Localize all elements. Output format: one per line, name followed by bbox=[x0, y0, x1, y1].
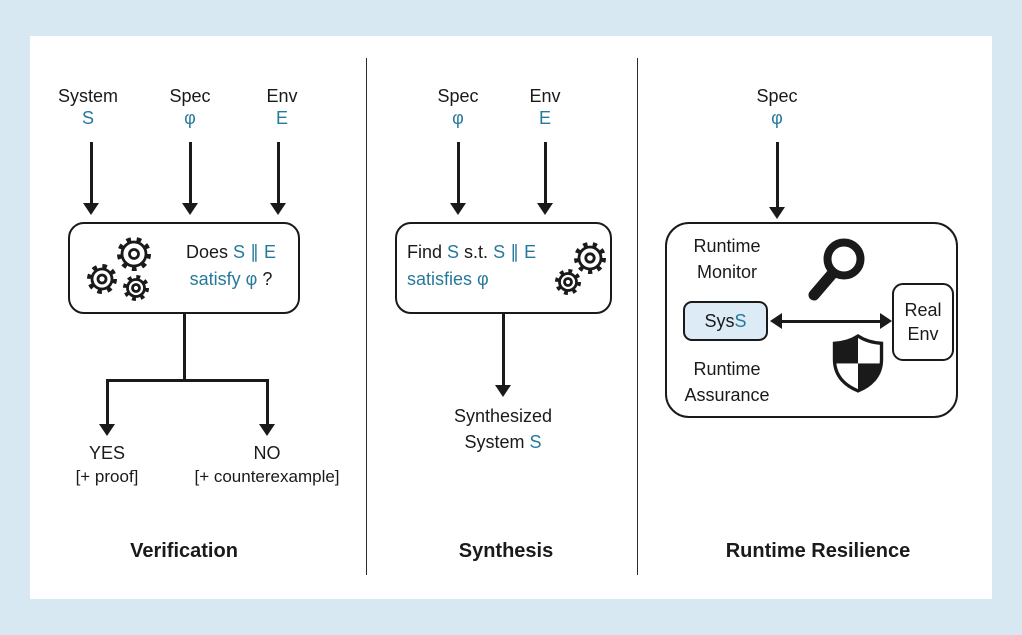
arrow-line bbox=[543, 142, 547, 204]
panel-title-verification: Verification bbox=[130, 540, 238, 562]
input-label: Env bbox=[529, 86, 561, 106]
synthesis-goal: Find S s.t. S ∥ E satisfies φ bbox=[407, 239, 557, 293]
arrow-line bbox=[501, 314, 505, 386]
arrow-head-down-icon bbox=[259, 424, 275, 436]
goal-text: Find bbox=[407, 242, 448, 262]
synthesis-process-box bbox=[395, 222, 612, 314]
panel-title-runtime: Runtime Resilience bbox=[725, 540, 911, 562]
double-arrow-line bbox=[780, 319, 882, 323]
goal-formula: S ∥ E bbox=[493, 242, 537, 262]
branch-horizontal-line bbox=[105, 379, 269, 382]
input-symbol: E bbox=[275, 108, 288, 128]
system-box-text: Sys bbox=[704, 310, 735, 331]
gear bbox=[87, 264, 117, 294]
input-label: System bbox=[57, 86, 118, 106]
arrow-line bbox=[265, 379, 269, 427]
input-label: Spec bbox=[169, 86, 211, 106]
arrow-head-down-icon bbox=[495, 385, 511, 397]
system-box: Sys S bbox=[683, 301, 768, 341]
goal-formula: S bbox=[447, 242, 460, 262]
input-symbol: φ bbox=[184, 108, 196, 128]
input-symbol: S bbox=[81, 108, 94, 128]
arrow-line bbox=[456, 142, 460, 204]
output-symbol: S bbox=[529, 432, 542, 452]
magnifier-icon bbox=[808, 238, 865, 301]
result-yes: YES [+ proof] bbox=[57, 441, 157, 489]
arrow-head-down-icon bbox=[537, 203, 553, 215]
result-no: NO [+ counterexample] bbox=[172, 441, 362, 489]
arrow-line bbox=[276, 142, 280, 204]
gear bbox=[123, 275, 149, 301]
arrow-head-down-icon bbox=[99, 424, 115, 436]
runtime-monitor-label: Runtime Monitor bbox=[677, 233, 777, 285]
real-env-line2: Env bbox=[907, 324, 939, 344]
input-env: Env E bbox=[495, 85, 595, 129]
input-system: System S bbox=[38, 85, 138, 129]
panel-divider-1 bbox=[366, 58, 367, 575]
input-spec: Spec φ bbox=[408, 85, 508, 129]
arrow-line bbox=[89, 142, 93, 204]
real-env-box: Real Env bbox=[892, 283, 954, 361]
arrow-head-right-icon bbox=[880, 313, 892, 329]
input-symbol: E bbox=[538, 108, 551, 128]
real-env-line1: Real bbox=[904, 300, 942, 320]
arrow-head-left-icon bbox=[770, 313, 782, 329]
arrow-line bbox=[105, 379, 109, 427]
monitor-line1: Runtime bbox=[693, 236, 761, 256]
result-yes-label: YES bbox=[88, 443, 126, 463]
input-env: Env E bbox=[232, 85, 332, 129]
verification-question: Does S ∥ E satisfy φ ? bbox=[170, 239, 292, 293]
input-symbol: φ bbox=[452, 108, 464, 128]
arrow-line bbox=[188, 142, 192, 204]
goal-formula: satisfies φ bbox=[407, 269, 489, 289]
input-label: Spec bbox=[437, 86, 479, 106]
arrow-head-down-icon bbox=[270, 203, 286, 215]
output-line1: Synthesized bbox=[453, 406, 553, 426]
shield-icon bbox=[832, 333, 884, 393]
system-box-symbol: S bbox=[734, 310, 747, 331]
question-text: ? bbox=[257, 269, 273, 289]
input-spec: Spec φ bbox=[727, 85, 827, 129]
synthesis-output: Synthesized System S bbox=[413, 403, 593, 455]
arrow-line bbox=[775, 142, 779, 208]
branch-stem-line bbox=[182, 314, 186, 381]
gears-icon bbox=[87, 237, 151, 301]
arrow-head-down-icon bbox=[450, 203, 466, 215]
assurance-line2: Assurance bbox=[684, 385, 770, 405]
panel-title-synthesis: Synthesis bbox=[458, 540, 554, 562]
assurance-line1: Runtime bbox=[693, 359, 761, 379]
question-formula: satisfy φ bbox=[189, 269, 258, 289]
arrow-head-down-icon bbox=[83, 203, 99, 215]
gear bbox=[117, 237, 151, 271]
panel-divider-2 bbox=[637, 58, 638, 575]
verification-process-box bbox=[68, 222, 300, 314]
output-text: System bbox=[464, 432, 530, 452]
runtime-assurance-label: Runtime Assurance bbox=[670, 356, 784, 408]
monitor-line2: Monitor bbox=[696, 262, 758, 282]
input-spec: Spec φ bbox=[140, 85, 240, 129]
arrow-head-down-icon bbox=[769, 207, 785, 219]
question-formula: S ∥ E bbox=[233, 242, 277, 262]
input-label: Spec bbox=[756, 86, 798, 106]
result-yes-sub: [+ proof] bbox=[75, 467, 139, 486]
gear bbox=[555, 269, 581, 295]
result-no-label: NO bbox=[253, 443, 281, 463]
input-symbol: φ bbox=[771, 108, 783, 128]
gears-icon bbox=[555, 242, 606, 295]
goal-text: s.t. bbox=[459, 242, 494, 262]
question-text: Does bbox=[185, 242, 233, 262]
gear bbox=[574, 242, 606, 274]
arrow-head-down-icon bbox=[182, 203, 198, 215]
input-label: Env bbox=[266, 86, 298, 106]
result-no-sub: [+ counterexample] bbox=[194, 467, 340, 486]
